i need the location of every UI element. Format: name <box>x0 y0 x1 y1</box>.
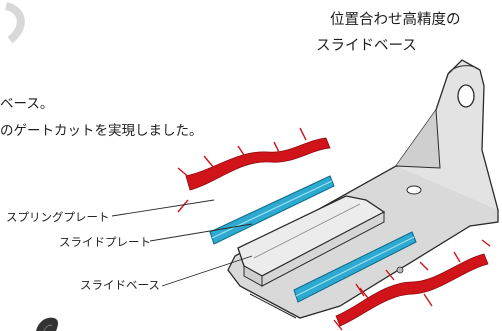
spring-plate-front <box>293 231 417 303</box>
partial-part-bottom-left <box>36 317 58 331</box>
leader-spring <box>111 199 215 217</box>
slide-base-body <box>227 59 499 319</box>
leader-base <box>161 255 253 287</box>
logo-fragment <box>4 2 25 44</box>
label-spring-plate: スプリングプレート <box>6 210 110 224</box>
description-line-1: ベース。 <box>0 96 54 112</box>
spring-red-front <box>335 253 489 327</box>
label-slide-plate: スライドプレート <box>59 235 151 249</box>
label-slide-base: スライドベース <box>80 278 160 292</box>
spring-plate-back <box>209 175 335 245</box>
leader-lines <box>111 199 253 287</box>
description-line-2: のゲートカットを実現しました。 <box>0 123 203 139</box>
slide-plate <box>237 195 386 287</box>
heading-line-1: 位置合わせ高精度の <box>330 12 461 28</box>
leader-plate <box>149 223 253 242</box>
spring-red-back <box>185 137 331 191</box>
heading-line-2: スライドベース <box>316 38 417 54</box>
force-arrows <box>177 127 491 331</box>
